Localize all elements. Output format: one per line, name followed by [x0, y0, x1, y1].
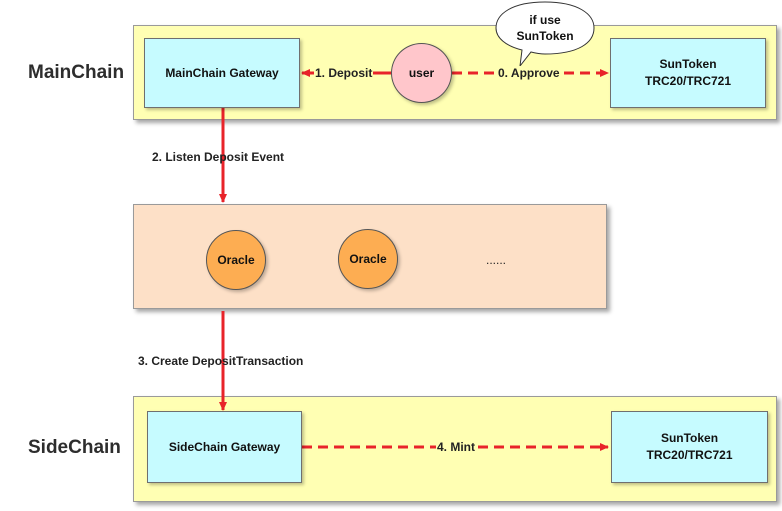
mainchain-gateway-box[interactable]: MainChain Gateway — [144, 38, 300, 108]
approve-label: 0. Approve — [497, 66, 561, 80]
suntoken-bottom-line-1: SunToken — [660, 431, 719, 445]
oracle-node-1[interactable]: Oracle — [206, 230, 266, 290]
sidechain-title: SideChain — [28, 437, 121, 458]
user-node[interactable]: user — [391, 43, 452, 103]
suntoken-top-line-1: SunToken — [659, 57, 717, 71]
bubble-line-2: SunToken — [516, 29, 574, 43]
create-label: 3. Create DepositTransaction — [138, 354, 304, 368]
suntoken-top-box[interactable]: SunToken TRC20/TRC721 — [610, 38, 766, 108]
deposit-label: 1. Deposit — [314, 66, 374, 80]
user-label: user — [408, 66, 435, 80]
sidechain-gateway-label: SideChain Gateway — [168, 439, 281, 454]
mainchain-gateway-label: MainChain Gateway — [165, 65, 279, 80]
mainchain-title: MainChain — [28, 62, 125, 83]
suntoken-bottom-line-2: TRC20/TRC721 — [646, 448, 733, 462]
oracle-more-ellipsis: ...... — [486, 253, 507, 267]
listen-label: 2. Listen Deposit Event — [152, 150, 285, 164]
oracle-node-2[interactable]: Oracle — [338, 229, 398, 289]
bubble-line-1: if use — [529, 13, 561, 27]
mint-label: 4. Mint — [436, 440, 476, 454]
oracle-1-label: Oracle — [217, 253, 255, 267]
speech-bubble — [495, 1, 595, 68]
suntoken-top-line-2: TRC20/TRC721 — [644, 74, 732, 88]
oracle-2-label: Oracle — [349, 252, 387, 266]
sidechain-gateway-box[interactable]: SideChain Gateway — [147, 411, 302, 483]
bubble-text: if use SunToken — [500, 12, 590, 44]
suntoken-bottom-box[interactable]: SunToken TRC20/TRC721 — [611, 411, 768, 483]
